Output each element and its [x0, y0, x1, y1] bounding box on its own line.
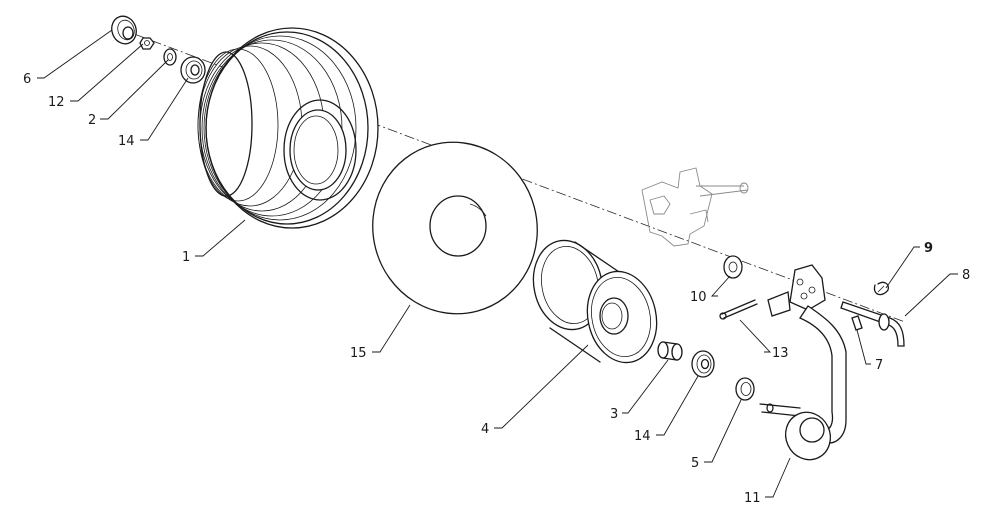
washer-part-10: [723, 255, 743, 279]
callout-7: 7: [875, 358, 883, 373]
tire-part-1: [197, 27, 379, 229]
callout-9: 9: [924, 241, 933, 256]
callout-13: 13: [772, 346, 789, 361]
callout-11: 11: [744, 491, 761, 506]
callout-15: 15: [350, 346, 367, 361]
callout-3: 3: [610, 407, 618, 422]
small-pin-part-7: [851, 315, 863, 331]
tube-part-15: [372, 141, 538, 315]
hub-cap-part-6: [111, 15, 137, 45]
spacer-part-3: [657, 341, 683, 361]
callout-12: 12: [48, 95, 65, 110]
callout-4: 4: [481, 422, 489, 437]
spindle-arm-part-11: [759, 264, 847, 461]
mounting-bracket-faint: [641, 167, 749, 247]
seal-part-5: [735, 377, 755, 401]
callout-1: 1: [182, 250, 190, 265]
callout-10: 10: [690, 290, 707, 305]
leader-lines: [37, 29, 958, 498]
rim-part-4: [532, 239, 658, 364]
cotter-pin-part-13: [719, 299, 758, 320]
callout-14-upper: 14: [118, 134, 135, 149]
clip-part-9: [873, 281, 890, 296]
callout-14-lower: 14: [634, 429, 651, 444]
bent-pin-part-8: [840, 301, 905, 347]
bearing-part-14-lower: [691, 350, 715, 378]
bearing-part-14-upper: [180, 56, 206, 84]
callout-5: 5: [691, 456, 699, 471]
callout-2: 2: [88, 113, 96, 128]
callout-labels: 6 12 2 14 1 15 4 3 14 5 11 10 13 7 8 9: [23, 72, 970, 506]
nut-part-12: [139, 37, 155, 50]
callout-8: 8: [962, 268, 970, 283]
callout-6: 6: [23, 72, 31, 87]
